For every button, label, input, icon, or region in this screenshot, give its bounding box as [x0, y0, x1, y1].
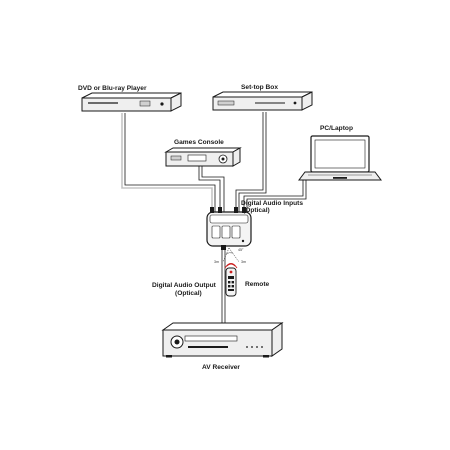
dvd-player-label: DVD or Blu-ray Player [78, 85, 147, 92]
ir-range-left-label: 3m [214, 260, 219, 264]
remote-label: Remote [245, 281, 270, 288]
av-receiver-label: AV Receiver [202, 364, 240, 371]
ir-range-right-label: 3m [241, 260, 246, 264]
set-top-box-label: Set-top Box [241, 84, 278, 91]
cable-pc [243, 180, 304, 212]
cable-games-console [198, 166, 221, 212]
ir-coverage [222, 247, 240, 263]
cable-set-top-box [235, 112, 264, 212]
pc-laptop-label: PC/Laptop [320, 125, 353, 132]
games-console-label: Games Console [174, 139, 224, 146]
cables [121, 112, 307, 330]
pc-laptop [298, 135, 382, 181]
dvd-player [81, 92, 182, 112]
ir-angle-label: 45° [238, 248, 244, 252]
set-top-box [212, 91, 313, 111]
remote-control [224, 263, 238, 297]
digital-audio-output-label: Digital Audio Output (Optical) [152, 282, 218, 297]
games-console [164, 147, 242, 167]
av-receiver [161, 322, 284, 358]
audio-switcher [206, 207, 252, 250]
digital-audio-inputs-label: Digital Audio Inputs (Optical) [241, 200, 305, 214]
